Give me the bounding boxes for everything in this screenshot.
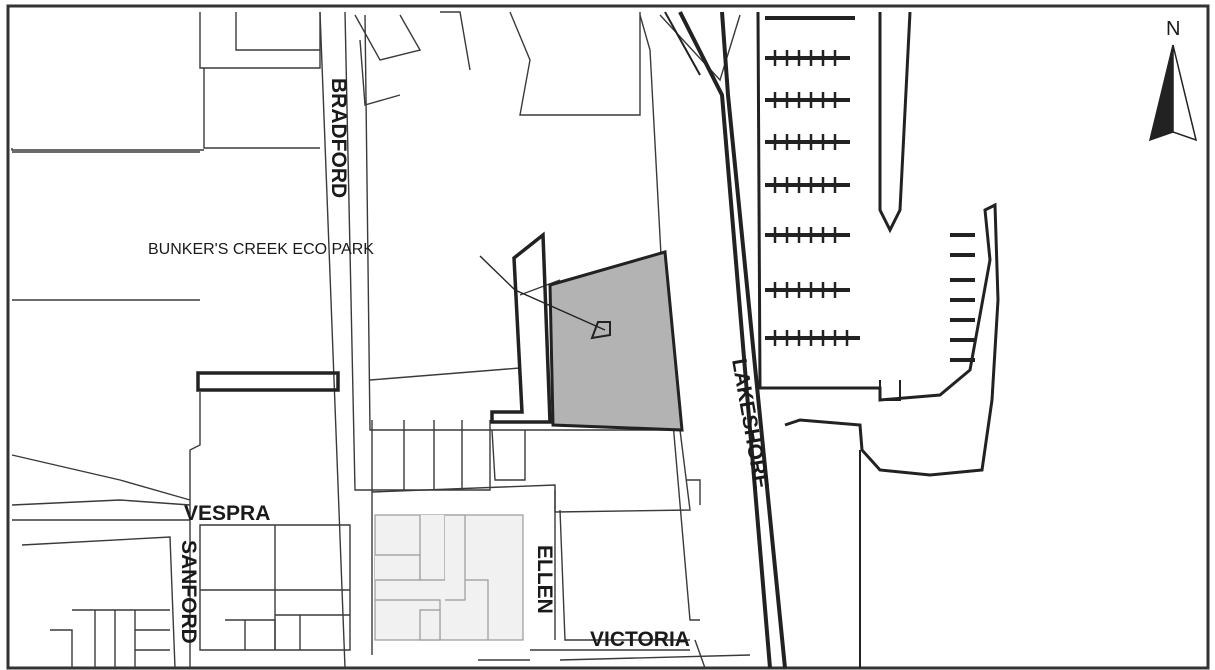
street-label-ellen: ELLEN	[533, 545, 556, 614]
north-arrow-icon: N	[1148, 18, 1198, 142]
adjacent-parcel-outline	[490, 231, 552, 424]
vespra-parcel-outline	[196, 371, 340, 392]
callout-arrow-icon	[590, 321, 611, 340]
small-dock	[879, 380, 901, 401]
lakeshore-corridor	[664, 11, 787, 669]
street-label-victoria: VICTORIA	[590, 628, 690, 651]
street-label-vespra: VESPRA	[184, 502, 270, 525]
faint-block	[374, 514, 524, 641]
north-label: N	[1166, 18, 1180, 40]
parcel-lines	[11, 11, 751, 669]
street-label-sanford: SANFORD	[177, 540, 200, 644]
street-label-bradford: BRADFORD	[327, 78, 350, 198]
bunkers-creek-eco-park	[548, 250, 684, 432]
callout-leader-line	[479, 255, 606, 331]
dock-slips	[773, 50, 849, 346]
park-callout-label: BUNKER'S CREEK ECO PARK	[148, 241, 374, 258]
breakwater-pier	[878, 11, 912, 234]
